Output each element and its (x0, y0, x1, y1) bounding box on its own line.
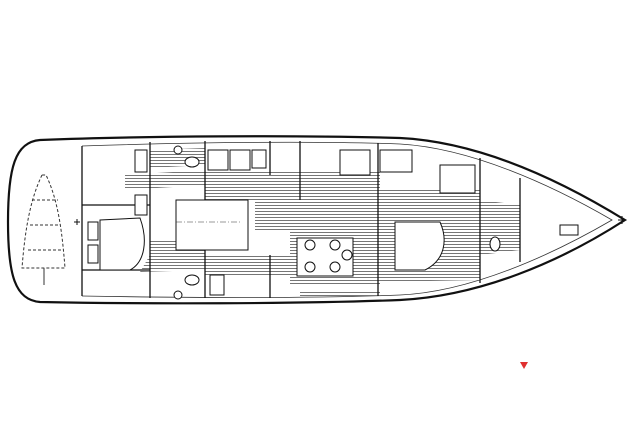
forward-berth (394, 221, 445, 271)
inner-hull-line (81, 141, 613, 298)
aft-cabin-table (175, 199, 249, 251)
red-triangle-marker (520, 362, 528, 369)
bow-cross-marker (74, 216, 626, 225)
fixtures (87, 145, 579, 300)
cabins (99, 149, 476, 277)
tender-dinghy (21, 174, 66, 285)
aft-berth-port (99, 217, 145, 271)
